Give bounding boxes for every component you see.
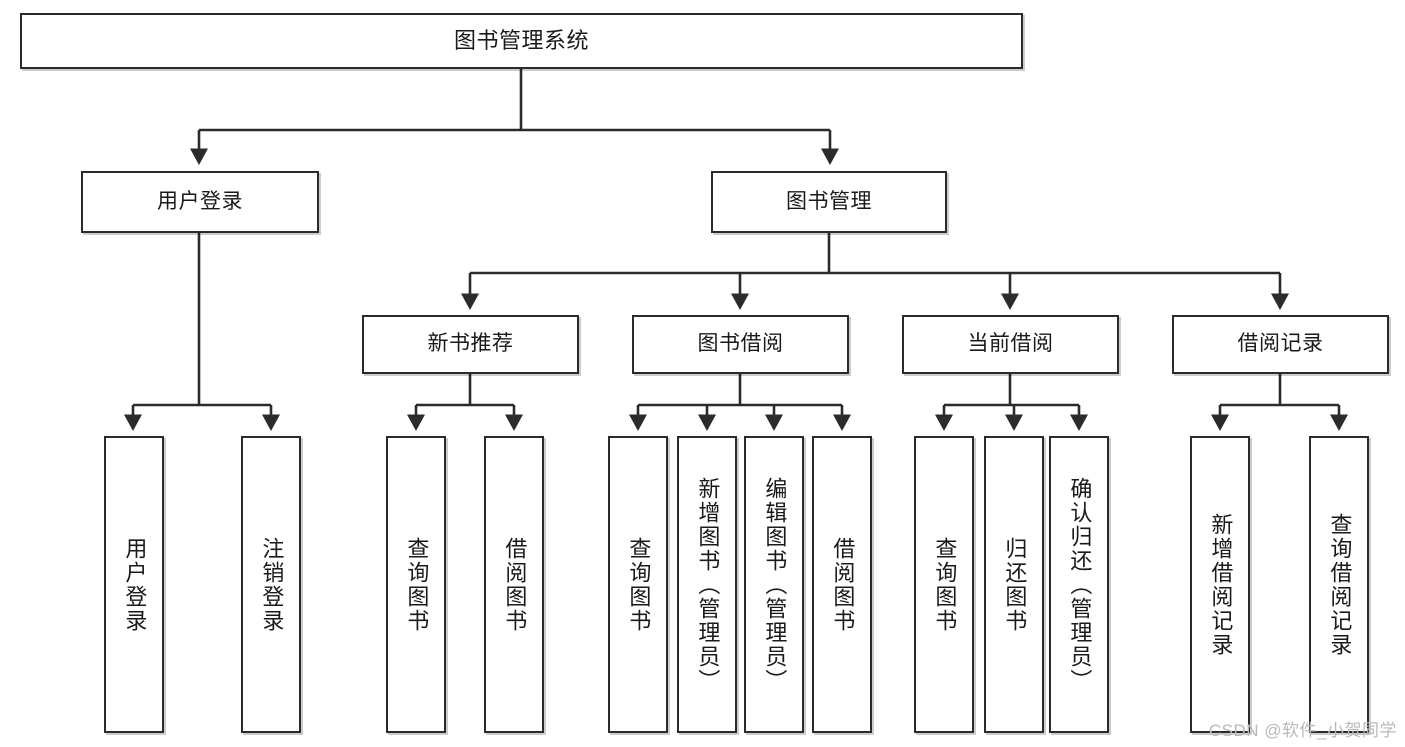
node-user-login[interactable]: 用户登录 — [81, 171, 319, 233]
node-label: 图书借阅 — [697, 332, 784, 356]
node-leaf-add-book[interactable]: 新增图书（管理员） — [677, 436, 737, 733]
node-leaf-return-book[interactable]: 归还图书 — [984, 436, 1044, 733]
node-leaf-query-record[interactable]: 查询借阅记录 — [1309, 436, 1369, 733]
node-label: 编辑图书（管理员） — [762, 476, 788, 693]
node-new-book-recommend[interactable]: 新书推荐 — [362, 315, 579, 374]
node-label: 借阅记录 — [1237, 332, 1324, 356]
node-label: 图书管理系统 — [453, 28, 589, 54]
node-root-system[interactable]: 图书管理系统 — [20, 13, 1023, 69]
node-label: 新增图书（管理员） — [695, 476, 721, 693]
node-leaf-query-book-3[interactable]: 查询图书 — [914, 436, 974, 733]
node-label: 借阅图书 — [830, 536, 856, 633]
node-label: 查询图书 — [626, 536, 652, 633]
node-leaf-logout[interactable]: 注销登录 — [241, 436, 301, 733]
node-label: 当前借阅 — [967, 332, 1054, 356]
node-leaf-add-record[interactable]: 新增借阅记录 — [1190, 436, 1250, 733]
node-leaf-query-book-1[interactable]: 查询图书 — [386, 436, 446, 733]
node-label: 图书管理 — [786, 189, 872, 213]
watermark: CSDN @软件_小贺同学 — [1208, 721, 1397, 740]
node-leaf-query-book-2[interactable]: 查询图书 — [608, 436, 668, 733]
node-label: 查询图书 — [404, 536, 430, 633]
node-leaf-borrow-book-2[interactable]: 借阅图书 — [812, 436, 872, 733]
node-label: 查询图书 — [932, 536, 958, 633]
node-label: 用户登录 — [122, 536, 148, 633]
node-book-borrow[interactable]: 图书借阅 — [632, 315, 849, 374]
node-label: 注销登录 — [259, 536, 285, 633]
node-leaf-user-login[interactable]: 用户登录 — [104, 436, 164, 733]
node-label: 归还图书 — [1002, 536, 1028, 633]
node-borrow-record[interactable]: 借阅记录 — [1172, 315, 1389, 374]
node-leaf-edit-book[interactable]: 编辑图书（管理员） — [744, 436, 804, 733]
node-label: 用户登录 — [157, 189, 243, 213]
node-label: 确认归还（管理员） — [1067, 476, 1093, 693]
node-label: 新增借阅记录 — [1208, 512, 1234, 657]
node-label: 借阅图书 — [502, 536, 528, 633]
node-label: 查询借阅记录 — [1327, 512, 1353, 657]
node-current-borrow[interactable]: 当前借阅 — [902, 315, 1119, 374]
node-leaf-confirm-return[interactable]: 确认归还（管理员） — [1049, 436, 1109, 733]
node-book-manage[interactable]: 图书管理 — [711, 171, 947, 233]
node-leaf-borrow-book-1[interactable]: 借阅图书 — [484, 436, 544, 733]
node-label: 新书推荐 — [427, 332, 514, 356]
